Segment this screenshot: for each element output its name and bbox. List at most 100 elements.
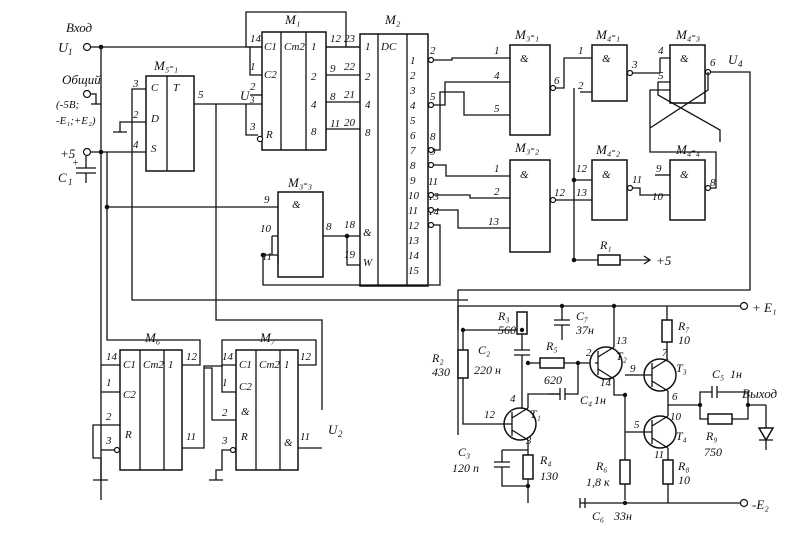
svg-text:14: 14 (428, 206, 440, 218)
svg-text:C2: C2 (239, 381, 252, 393)
svg-text:R₇: R₇ (677, 319, 690, 333)
svg-text:6: 6 (710, 57, 716, 69)
svg-text:4: 4 (658, 45, 664, 57)
svg-text:6: 6 (554, 75, 560, 87)
u1-label: U (58, 41, 69, 56)
svg-text:3: 3 (105, 435, 112, 447)
svg-text:R: R (265, 129, 273, 141)
svg-text:10: 10 (678, 473, 690, 487)
svg-text:2: 2 (106, 411, 112, 423)
svg-text:10: 10 (260, 223, 272, 235)
m4-4-title: M₄-₄ (675, 142, 701, 157)
svg-text:11: 11 (330, 118, 340, 130)
svg-text:220 н: 220 н (474, 363, 501, 377)
svg-text:&: & (241, 406, 250, 418)
svg-text:12: 12 (408, 220, 420, 232)
svg-text:8: 8 (430, 131, 436, 143)
svg-text:4: 4 (410, 100, 416, 112)
m2-pin-numbers: 2 5 8 9 11 13 14 (428, 45, 440, 218)
svg-text:12: 12 (186, 351, 198, 363)
svg-text:R₈: R₈ (677, 459, 690, 473)
block-m2: M₂ DC 1 2 4 8 & W 23 22 21 20 18 19 1 2 … (344, 12, 440, 287)
svg-text:1: 1 (494, 45, 500, 57)
svg-text:R₆: R₆ (595, 459, 608, 473)
svg-text:4: 4 (494, 70, 500, 82)
svg-text:12: 12 (300, 351, 312, 363)
block-m3-2: M₃-₂ & 1 2 13 12 (488, 140, 566, 253)
m4-3-func: & (680, 53, 689, 65)
svg-text:12: 12 (484, 409, 496, 421)
block-m3-3: M₃-₃ & 9 10 11 8 (260, 175, 332, 278)
svg-text:5: 5 (198, 89, 204, 101)
svg-text:12: 12 (554, 187, 566, 199)
svg-text:14: 14 (106, 351, 118, 363)
svg-text:5: 5 (494, 103, 500, 115)
block-m4-3: M₄-₃ & 4 5 6 (658, 27, 716, 104)
svg-text:2: 2 (586, 347, 592, 359)
svg-text:C1: C1 (239, 359, 252, 371)
m2-output-bubbles (427, 56, 435, 229)
block-m1: M₁ Ст2 C1 C2 R 14 1 2 3 1 2 4 8 12 9 8 1… (249, 12, 342, 151)
svg-text:4: 4 (510, 393, 516, 405)
svg-text:37н: 37н (575, 323, 594, 337)
e2-terminal[interactable] (739, 498, 749, 508)
u1-terminal[interactable] (82, 42, 92, 52)
m4-1-title: M₄-₁ (595, 27, 620, 42)
svg-text:&: & (363, 227, 372, 239)
svg-text:750: 750 (704, 445, 722, 459)
svg-text:9: 9 (330, 63, 336, 75)
svg-text:14: 14 (250, 33, 262, 45)
svg-text:C1: C1 (123, 359, 136, 371)
svg-text:1: 1 (284, 359, 290, 371)
svg-text:T₃: T₃ (676, 361, 687, 375)
svg-text:11: 11 (632, 174, 642, 186)
svg-text:11: 11 (300, 431, 310, 443)
svg-text:1: 1 (106, 377, 112, 389)
svg-text:13: 13 (428, 191, 440, 203)
svg-text:W: W (363, 257, 373, 269)
svg-text:2: 2 (365, 71, 371, 83)
svg-text:13: 13 (576, 187, 588, 199)
svg-text:C1: C1 (264, 41, 277, 53)
svg-text:130: 130 (540, 469, 558, 483)
u1-sub: 1 (68, 47, 73, 57)
svg-text:3: 3 (249, 121, 256, 133)
svg-text:+: + (72, 158, 79, 169)
svg-text:3: 3 (409, 85, 416, 97)
svg-text:10: 10 (652, 191, 664, 203)
e1-label: + E₁ (752, 300, 776, 315)
svg-text:8: 8 (365, 127, 371, 139)
svg-text:2: 2 (494, 186, 500, 198)
svg-text:11: 11 (262, 251, 272, 263)
common-terminal[interactable] (82, 89, 92, 99)
m3-3-func: & (292, 199, 301, 211)
svg-text:9: 9 (410, 175, 416, 187)
svg-text:11: 11 (186, 431, 196, 443)
svg-text:2: 2 (311, 71, 317, 83)
svg-text:1: 1 (311, 41, 317, 53)
e1-terminal[interactable] (739, 301, 749, 311)
svg-text:18: 18 (344, 219, 356, 231)
svg-text:R₁: R₁ (599, 238, 612, 252)
svg-text:1: 1 (494, 163, 500, 175)
plus5-terminal[interactable] (82, 147, 92, 157)
u3-sub: 3 (249, 95, 255, 105)
svg-text:R₂: R₂ (431, 351, 444, 365)
m2-output-labels: 1 2 3 4 5 6 7 8 9 10 11 12 13 14 15 (408, 55, 420, 277)
svg-text:10: 10 (408, 190, 420, 202)
m1-func: Ст2 (284, 41, 305, 53)
svg-text:620: 620 (544, 373, 562, 387)
m4-1-func: & (602, 53, 611, 65)
svg-text:33н: 33н (613, 509, 632, 523)
svg-text:13: 13 (616, 335, 628, 347)
c1-label: C (58, 170, 67, 185)
svg-text:S: S (151, 143, 157, 155)
svg-text:5: 5 (634, 419, 640, 431)
svg-text:20: 20 (344, 117, 356, 129)
svg-text:9: 9 (630, 363, 636, 375)
u4-label: U (728, 52, 739, 67)
svg-text:8: 8 (410, 160, 416, 172)
svg-text:10: 10 (670, 411, 682, 423)
svg-text:R₅: R₅ (545, 339, 558, 353)
svg-text:8: 8 (326, 221, 332, 233)
